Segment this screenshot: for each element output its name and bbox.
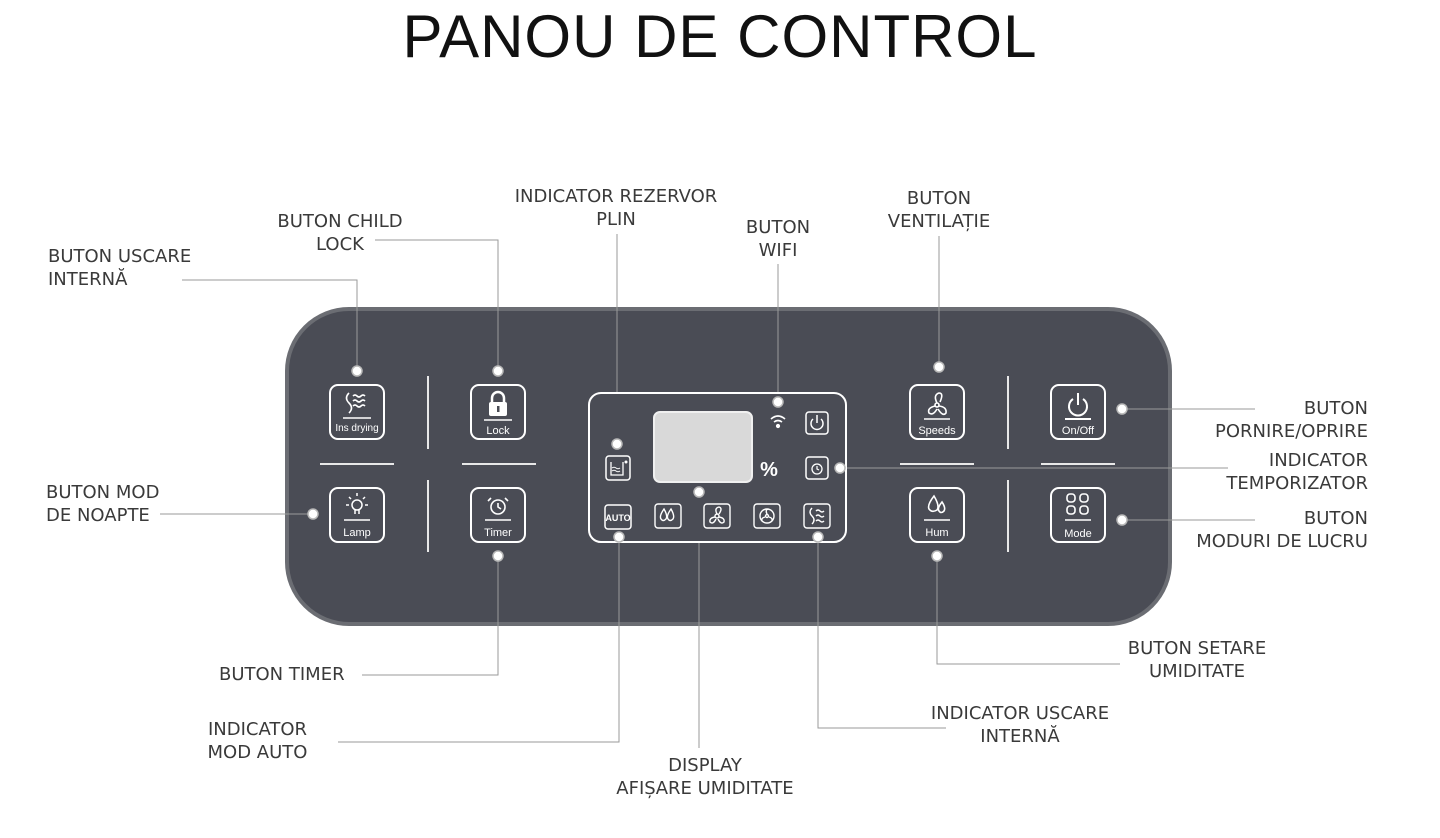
mode-label: Mode: [1064, 528, 1092, 540]
hum-button[interactable]: Hum: [909, 487, 965, 543]
callout-dot: [834, 462, 846, 474]
alarm-clock-icon: [485, 497, 511, 521]
label-setare-umiditate: BUTON SETARE UMIDITATE: [1127, 638, 1267, 682]
lock-label: Lock: [486, 425, 510, 437]
label-child-lock: BUTON CHILD LOCK: [277, 211, 403, 255]
humidity-drops-indicator-icon: [654, 503, 682, 529]
label-display: DISPLAY AFIȘARE UMIDITATE: [616, 755, 794, 799]
on-off-label: On/Off: [1062, 425, 1095, 437]
ins-drying-indicator-icon: [803, 503, 831, 529]
label-timer: BUTON TIMER: [219, 664, 345, 685]
callout-dot: [492, 365, 504, 377]
label-wifi: BUTON WIFI: [745, 217, 811, 261]
mode-button[interactable]: Mode: [1050, 487, 1106, 543]
humidity-display-screen: [653, 411, 753, 483]
percent-sign: %: [760, 459, 778, 481]
callout-dots: [307, 361, 1128, 562]
label-ventilatie: BUTON VENTILAȚIE: [887, 188, 991, 232]
callout-dot: [611, 438, 623, 450]
speeds-button[interactable]: Speeds: [909, 384, 965, 440]
water-drops-icon: [924, 494, 950, 521]
ins-drying-label: Ins drying: [335, 423, 378, 434]
label-moduri-de-lucru: BUTON MODURI DE LUCRU: [1196, 508, 1368, 552]
label-uscare-interna: BUTON USCARE INTERNĂ: [48, 246, 192, 290]
tank-full-indicator-icon: [605, 455, 631, 481]
label-mod-noapte: BUTON MOD DE NOAPTE: [46, 482, 160, 526]
fan-low-indicator-icon: [703, 503, 731, 529]
auto-label: AUTO: [605, 513, 630, 523]
callout-dot: [812, 531, 824, 543]
display-module: % AUTO: [588, 392, 847, 543]
callout-dot: [613, 531, 625, 543]
ins-drying-button[interactable]: Ins drying: [329, 384, 385, 440]
lamp-button[interactable]: Lamp: [329, 487, 385, 543]
timer-label: Timer: [484, 527, 512, 539]
auto-indicator: AUTO: [604, 504, 632, 530]
panel-separators: [320, 376, 1115, 552]
fan-icon: [924, 392, 950, 420]
timer-button[interactable]: Timer: [470, 487, 526, 543]
callout-dot: [693, 486, 705, 498]
callout-dot: [351, 365, 363, 377]
speeds-label: Speeds: [918, 425, 956, 437]
page-title: PANOU DE CONTROL: [402, 3, 1038, 70]
label-mod-auto: INDICATOR MOD AUTO: [207, 719, 308, 763]
power-indicator-icon: [805, 411, 829, 435]
ins-drying-icon: [343, 392, 371, 419]
wifi-icon: [770, 415, 786, 429]
label-temporizator: INDICATOR TEMPORIZATOR: [1226, 450, 1368, 494]
power-icon: [1065, 393, 1091, 420]
lock-button[interactable]: Lock: [470, 384, 526, 440]
callout-dot: [772, 396, 784, 408]
lamp-icon: [344, 493, 370, 521]
label-rezervor-plin: INDICATOR REZERVOR PLIN: [514, 186, 718, 230]
callout-dot: [307, 508, 319, 520]
callout-dot: [1116, 514, 1128, 526]
hum-label: Hum: [925, 527, 948, 539]
timer-indicator-icon: [805, 456, 829, 480]
lamp-label: Lamp: [343, 527, 371, 539]
grid-icon: [1065, 493, 1091, 521]
label-pornire-oprire: BUTON PORNIRE/OPRIRE: [1215, 398, 1368, 442]
on-off-button[interactable]: On/Off: [1050, 384, 1106, 440]
lock-icon: [484, 390, 512, 421]
label-indicator-uscare: INDICATOR USCARE INTERNĂ: [930, 703, 1110, 747]
callout-dot: [1116, 403, 1128, 415]
callout-dot: [931, 550, 943, 562]
fan-high-indicator-icon: [753, 503, 781, 529]
callout-dot: [492, 550, 504, 562]
callout-dot: [933, 361, 945, 373]
